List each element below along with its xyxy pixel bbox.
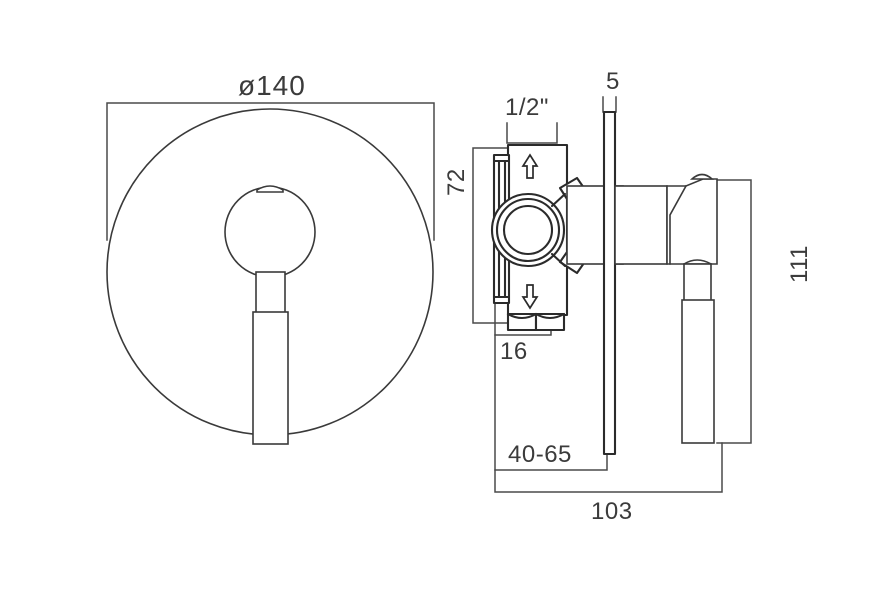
diameter-dimension-bracket <box>106 102 435 241</box>
dimension-label-diameter: ø140 <box>238 70 306 101</box>
height-72-dimension-bracket <box>472 147 510 324</box>
handle-neck <box>255 271 286 315</box>
dimension-label-height-111: 111 <box>786 245 813 283</box>
dimension-label-overall-depth: 103 <box>591 498 633 525</box>
inlet-port-left-curve <box>506 312 538 320</box>
cartridge-ring-inner <box>502 204 554 256</box>
handle-knob-side-edge <box>669 184 688 265</box>
handle-knob-side <box>666 178 718 265</box>
dimension-label-depth-16: 16 <box>500 338 528 365</box>
inlet-port-right-curve <box>534 312 566 320</box>
handle-lever-side <box>681 299 715 444</box>
wall-depth-dimension-bracket <box>494 334 608 471</box>
flow-arrow-down-icon <box>521 284 539 310</box>
cartridge-spoke-ne <box>550 192 567 208</box>
front-view-group <box>106 102 435 445</box>
handle-neck-side <box>683 263 712 305</box>
dimension-label-height-72: 72 <box>443 168 470 196</box>
handle-neck-side-curve <box>682 259 713 266</box>
cartridge-spoke-se <box>550 252 567 268</box>
dimension-label-wall-range: 40-65 <box>508 441 572 468</box>
wall-plate-side <box>602 110 617 456</box>
flow-arrow-up-icon <box>521 153 539 179</box>
height-111-dimension-bracket <box>716 179 752 444</box>
thread-dimension-bracket <box>506 122 558 144</box>
side-view-group <box>472 96 752 493</box>
dimension-label-plate-thickness: 5 <box>606 68 620 95</box>
handle-lever-front <box>252 311 289 445</box>
handle-knob-circle <box>224 186 316 278</box>
plate-thickness-dimension-bracket <box>602 96 617 113</box>
overall-depth-dimension-bracket <box>494 442 723 493</box>
escutcheon-side-body <box>614 185 668 265</box>
dimension-label-thread: 1/2" <box>505 94 549 121</box>
handle-cap-side <box>689 173 715 180</box>
handle-cap <box>256 185 284 193</box>
